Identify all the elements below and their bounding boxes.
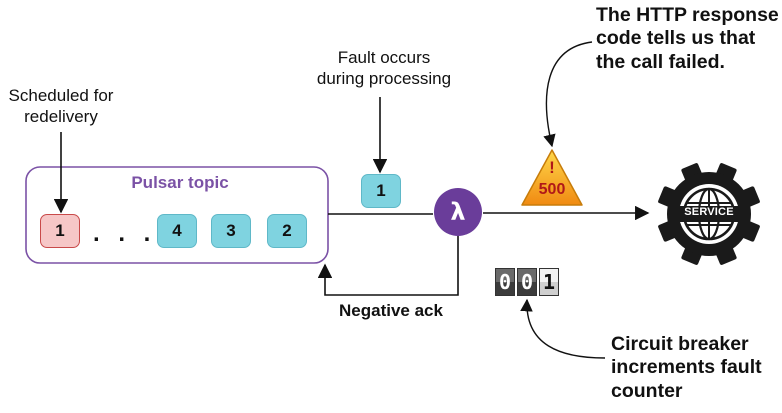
warning-code: 500	[538, 181, 566, 198]
negative-ack-arrow	[317, 234, 459, 296]
pulsar-topic-title: Pulsar topic	[131, 173, 229, 192]
warning-mark: !	[549, 158, 555, 177]
warning-triangle-icon	[521, 149, 583, 206]
message-queued: 4	[157, 214, 197, 248]
lambda-icon: λ	[450, 198, 466, 226]
service-label: SERVICE	[684, 206, 734, 218]
lambda-function-node	[434, 188, 482, 236]
circuit-breaker-label: Circuit breaker increments fault counter	[611, 333, 762, 402]
message-pending: 1	[40, 214, 80, 248]
scheduled-label: Scheduled for redelivery	[8, 86, 114, 126]
counter-digit: 0	[517, 268, 537, 296]
negative-ack-label: Negative ack	[339, 301, 443, 320]
http-response-label: The HTTP response code tells us that the…	[596, 4, 779, 73]
counter-digit: 1	[539, 268, 559, 296]
fault-occurs-label: Fault occurs during processing	[316, 48, 452, 88]
counter-digit: 0	[495, 268, 515, 296]
message-queued: 2	[267, 214, 307, 248]
fault-counter-icon: 0 0 1	[495, 268, 559, 296]
gear-service-icon	[658, 163, 760, 265]
circuit-breaker-arrow	[520, 298, 606, 359]
message-in-flight: 1	[361, 174, 401, 208]
message-queued: 3	[211, 214, 251, 248]
message-ellipsis: . . .	[93, 220, 157, 247]
http-response-arrow	[543, 41, 593, 148]
